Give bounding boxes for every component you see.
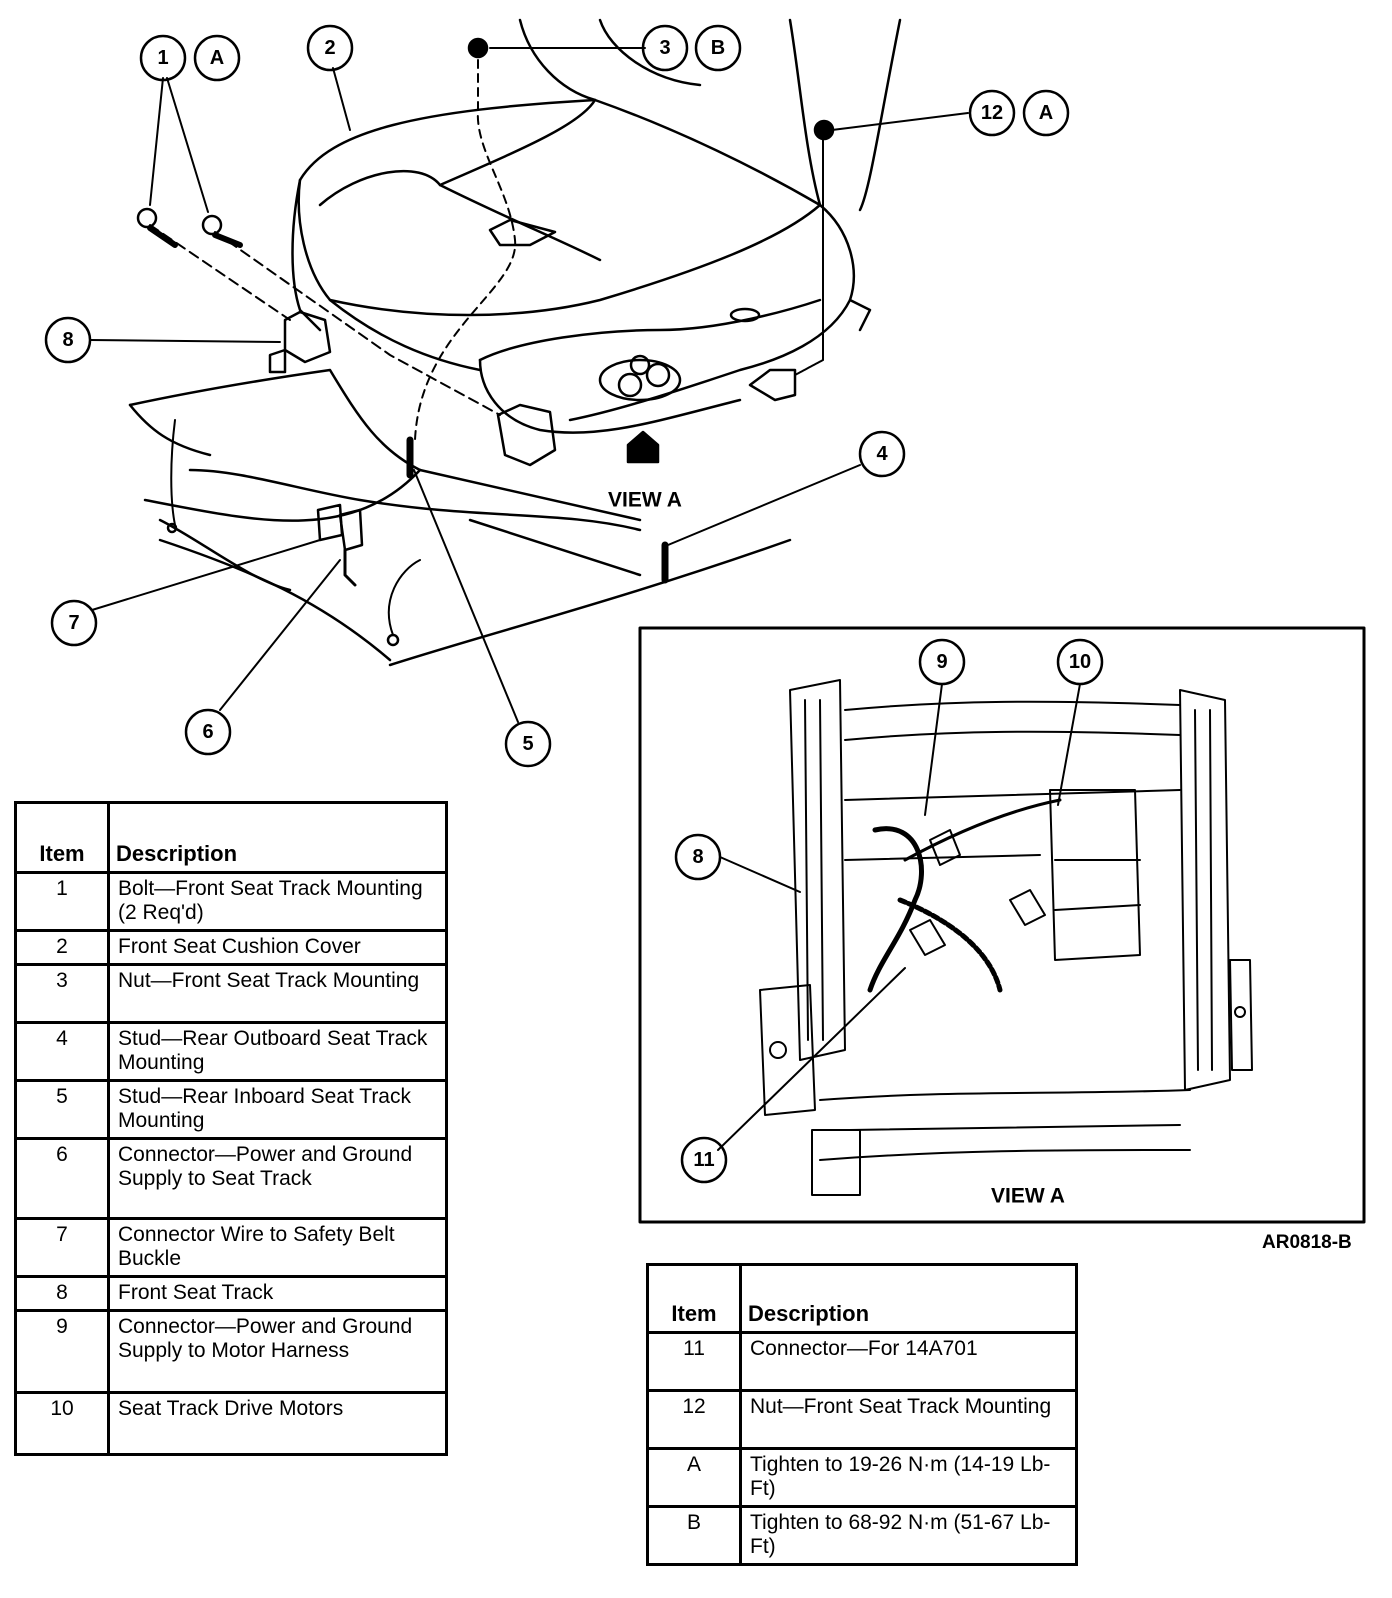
row-description: Nut—Front Seat Track Mounting	[107, 963, 448, 1024]
callout-6: 6	[202, 721, 213, 743]
row-description: Front Seat Track	[107, 1275, 448, 1312]
floor-connectors	[316, 503, 364, 587]
row-item: 2	[14, 929, 110, 966]
studs	[406, 436, 669, 584]
leader-lines	[89, 47, 969, 723]
row-item: 6	[14, 1137, 110, 1220]
legend-header-item: Item	[14, 801, 110, 874]
figure-code: AR0818-B	[1262, 1232, 1352, 1253]
front-bolts	[136, 207, 243, 248]
row-item: 10	[14, 1391, 110, 1456]
row-description: Connector—Power and Ground Supply to Mot…	[107, 1309, 448, 1394]
view-a-label-inset: VIEW A	[991, 1185, 1065, 1208]
view-a-label-main: VIEW A	[608, 489, 682, 512]
row-item: 12	[646, 1389, 742, 1450]
row-item: 4	[14, 1021, 110, 1082]
callout-B: B	[711, 37, 725, 59]
row-item: 1	[14, 871, 110, 932]
callout-circles	[44, 24, 1070, 768]
floor-pan-drawing	[128, 368, 792, 667]
nuts	[467, 37, 835, 141]
row-item: 3	[14, 963, 110, 1024]
row-item: 5	[14, 1079, 110, 1140]
row-description: Tighten to 19-26 N·m (14-19 Lb-Ft)	[739, 1447, 1078, 1508]
callout-2: 2	[324, 37, 335, 59]
row-item: A	[646, 1447, 742, 1508]
row-description: Connector Wire to Safety Belt Buckle	[107, 1217, 448, 1278]
legend-header-item: Item	[646, 1263, 742, 1334]
legend-header-row: Item Description	[646, 1263, 1078, 1334]
row-description: Tighten to 68-92 N·m (51-67 Lb-Ft)	[739, 1505, 1078, 1566]
callout-7: 7	[68, 612, 79, 634]
callout-A-2: A	[1039, 102, 1053, 124]
view-a-arrow	[626, 430, 660, 464]
row-description: Stud—Rear Outboard Seat Track Mounting	[107, 1021, 448, 1082]
callout-10: 10	[1069, 651, 1091, 673]
view-a-inset-frame	[638, 626, 1366, 1224]
view-a-track-drawing	[759, 679, 1253, 1196]
callout-8: 8	[62, 329, 73, 351]
row-item: 7	[14, 1217, 110, 1278]
row-item: 8	[14, 1275, 110, 1312]
callout-9: 9	[936, 651, 947, 673]
callout-8-inset: 8	[692, 846, 703, 868]
legend-header-description: Description	[739, 1263, 1078, 1334]
row-description: Bolt—Front Seat Track Mounting (2 Req'd)	[107, 871, 448, 932]
row-description: Connector—Power and Ground Supply to Sea…	[107, 1137, 448, 1220]
row-description: Stud—Rear Inboard Seat Track Mounting	[107, 1079, 448, 1140]
row-item: B	[646, 1505, 742, 1566]
inset-callout-circles	[674, 638, 1104, 1184]
callout-11: 11	[693, 1149, 714, 1171]
legend-header-description: Description	[107, 801, 448, 874]
row-description: Seat Track Drive Motors	[107, 1391, 448, 1456]
row-description: Front Seat Cushion Cover	[107, 929, 448, 966]
row-description: Connector—For 14A701	[739, 1331, 1078, 1392]
callout-5: 5	[522, 733, 533, 755]
callout-12: 12	[981, 102, 1003, 124]
callout-A-1: A	[210, 47, 224, 69]
row-item: 11	[646, 1331, 742, 1392]
inset-leader-lines	[717, 683, 1081, 1151]
callout-3: 3	[659, 37, 670, 59]
callout-1: 1	[157, 47, 168, 69]
legend-header-row: Item Description	[14, 801, 448, 874]
callout-4: 4	[876, 443, 888, 465]
seat-cushion-drawing	[291, 18, 902, 434]
row-description: Nut—Front Seat Track Mounting	[739, 1389, 1078, 1450]
track-feet	[268, 310, 557, 467]
row-item: 9	[14, 1309, 110, 1394]
